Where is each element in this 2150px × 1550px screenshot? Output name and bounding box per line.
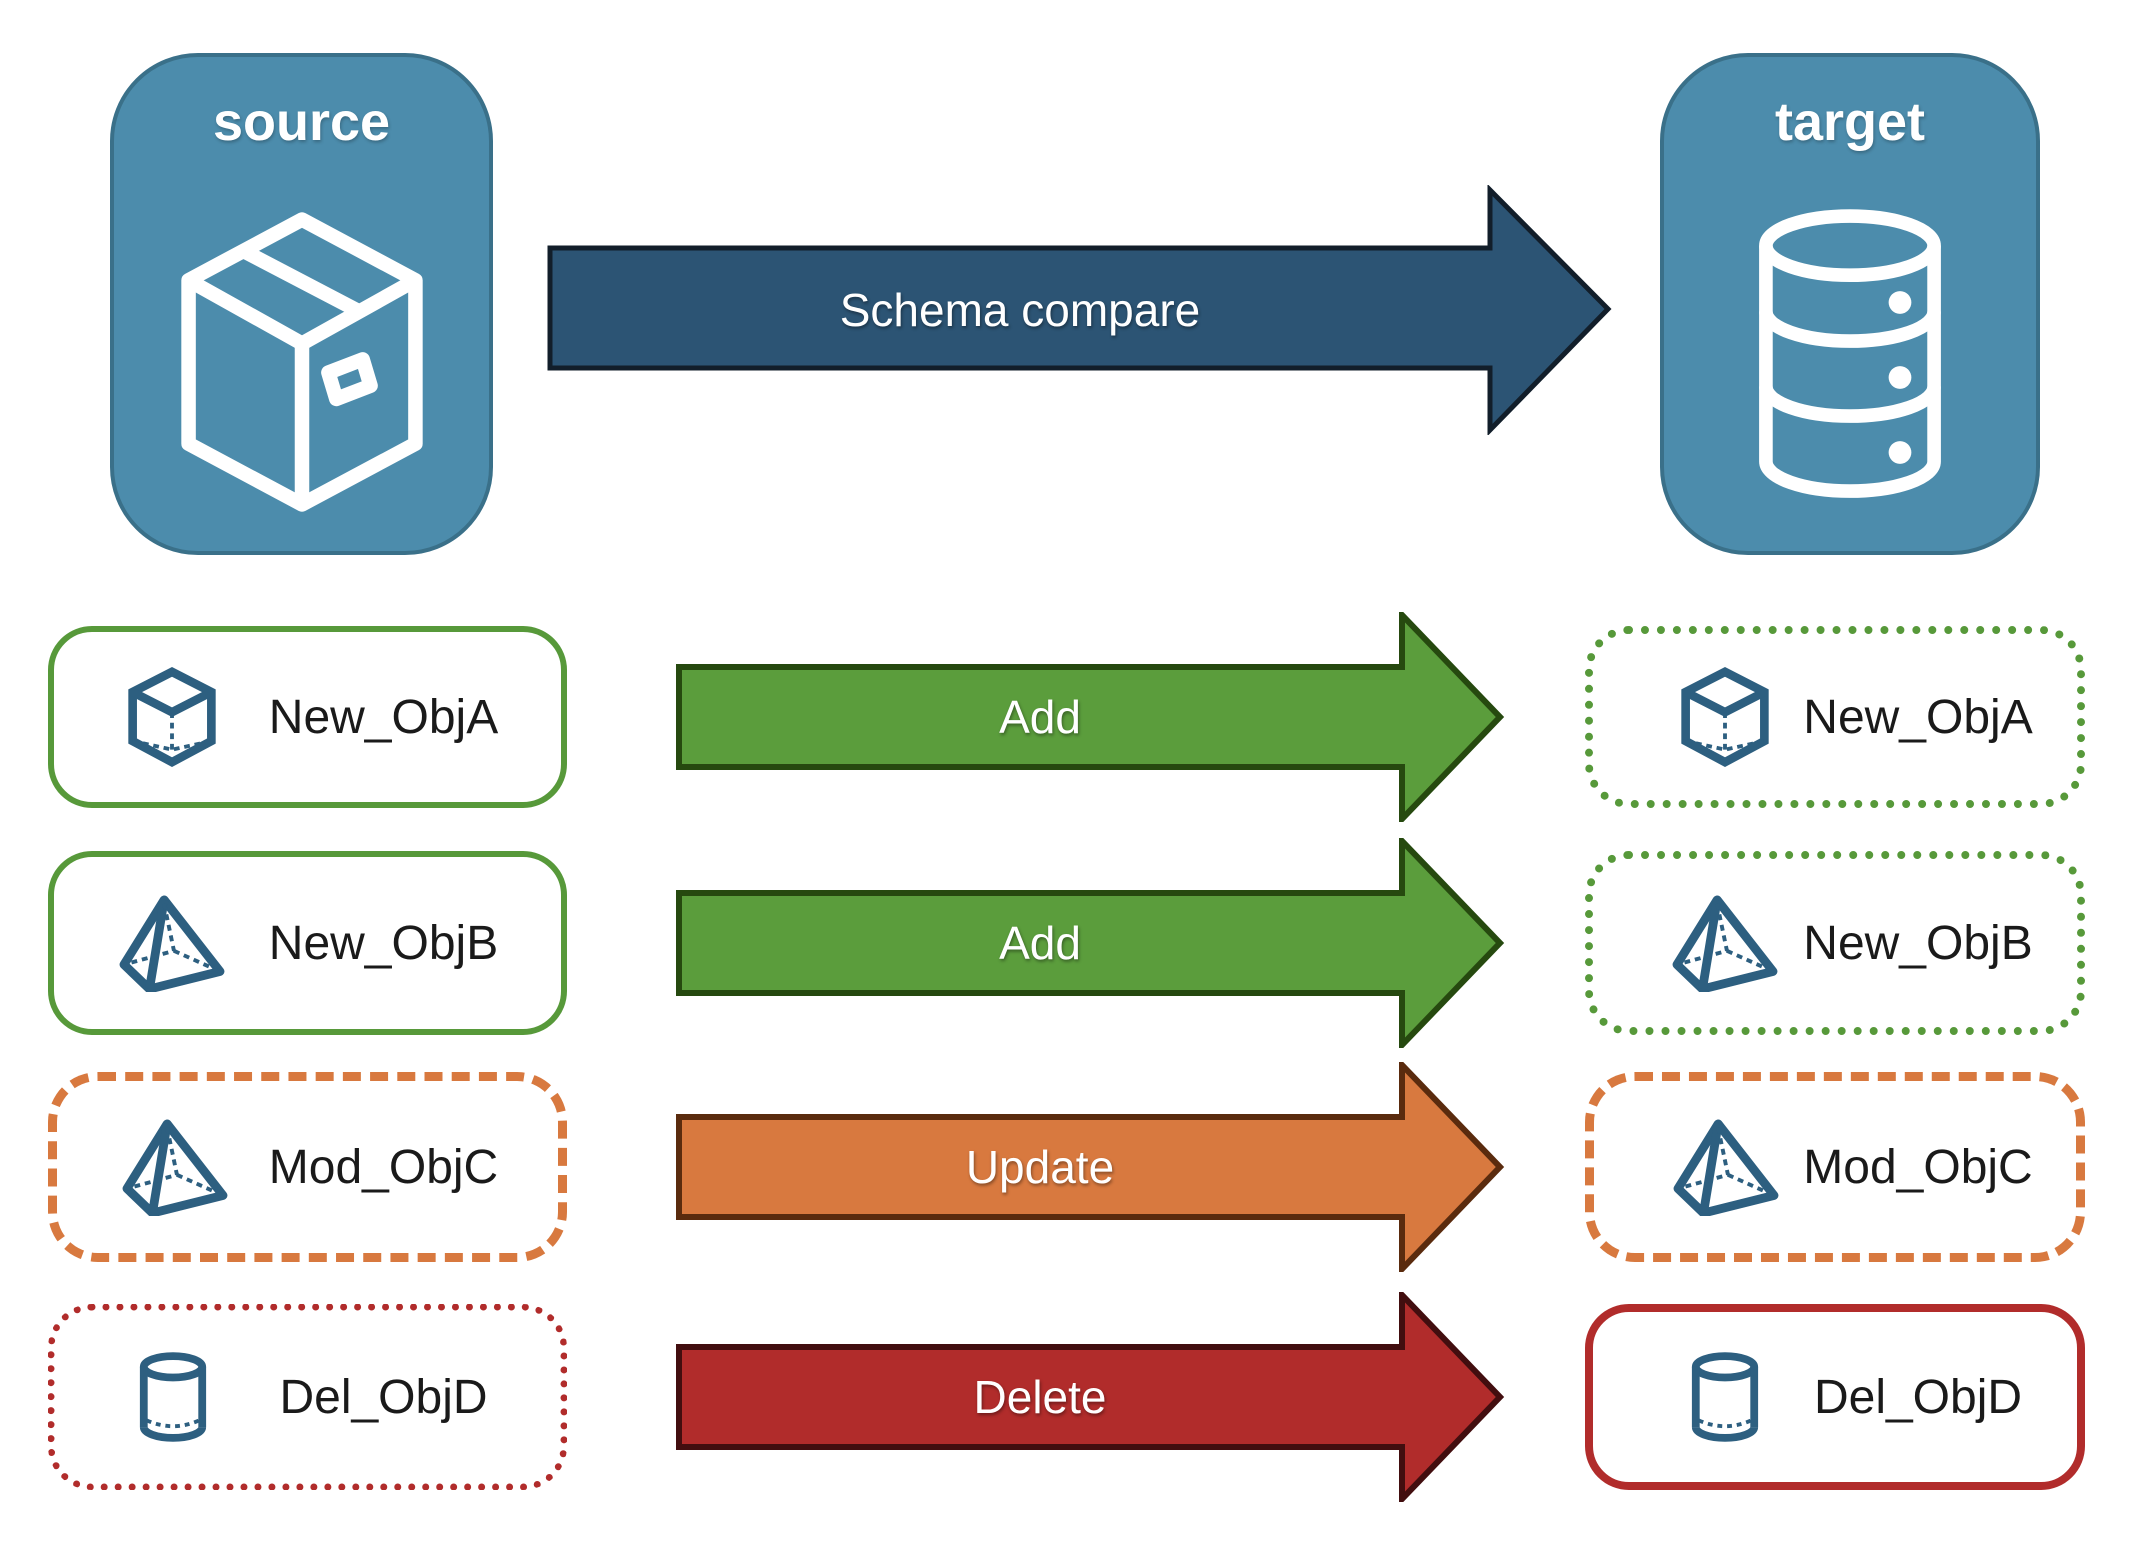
object-label: New_ObjA	[268, 690, 499, 744]
source-object-new-obja: New_ObjA	[48, 626, 567, 808]
target-object-new-objb: New_ObjB	[1585, 851, 2085, 1035]
target-label: target	[1774, 92, 1926, 152]
pyramid-icon	[116, 894, 228, 992]
target-object-del-objd: Del_ObjD	[1585, 1304, 2085, 1490]
database-icon	[1736, 207, 1964, 507]
object-label: Del_ObjD	[279, 1370, 488, 1424]
package-icon	[170, 209, 434, 515]
pyramid-icon	[119, 1118, 231, 1216]
delete-arrow-label: Delete	[973, 1371, 1107, 1423]
cube-icon	[116, 667, 228, 767]
source-object-new-objb: New_ObjB	[48, 851, 567, 1035]
object-label: Del_ObjD	[1813, 1370, 2023, 1424]
add-arrow	[676, 838, 1505, 1048]
schema-compare-arrow-label: Schema compare	[839, 284, 1201, 336]
object-label: New_ObjB	[268, 916, 499, 970]
object-label: New_ObjA	[1803, 690, 2033, 744]
source-object-mod-objc: Mod_ObjC	[48, 1072, 567, 1262]
pyramid-icon	[1670, 1118, 1782, 1216]
source-label: source	[212, 92, 391, 152]
target-object-new-obja: New_ObjA	[1585, 626, 2085, 808]
delete-arrow	[676, 1292, 1505, 1502]
object-label: Mod_ObjC	[1803, 1140, 2033, 1194]
add-arrow	[676, 612, 1505, 822]
schema-compare-arrow	[547, 185, 1612, 435]
add-arrow-label: Add	[999, 917, 1081, 969]
target-node: target	[1660, 53, 2040, 555]
object-label: New_ObjB	[1803, 916, 2033, 970]
cylinder-icon	[117, 1352, 229, 1442]
object-label: Mod_ObjC	[268, 1140, 499, 1194]
source-node: source	[110, 53, 493, 555]
cylinder-icon	[1669, 1352, 1781, 1442]
cube-icon	[1669, 667, 1781, 767]
add-arrow-label: Add	[999, 691, 1081, 743]
pyramid-icon	[1669, 894, 1781, 992]
target-object-mod-objc: Mod_ObjC	[1585, 1072, 2085, 1262]
update-arrow	[676, 1062, 1505, 1272]
source-object-del-objd: Del_ObjD	[48, 1304, 567, 1490]
update-arrow-label: Update	[965, 1141, 1115, 1193]
